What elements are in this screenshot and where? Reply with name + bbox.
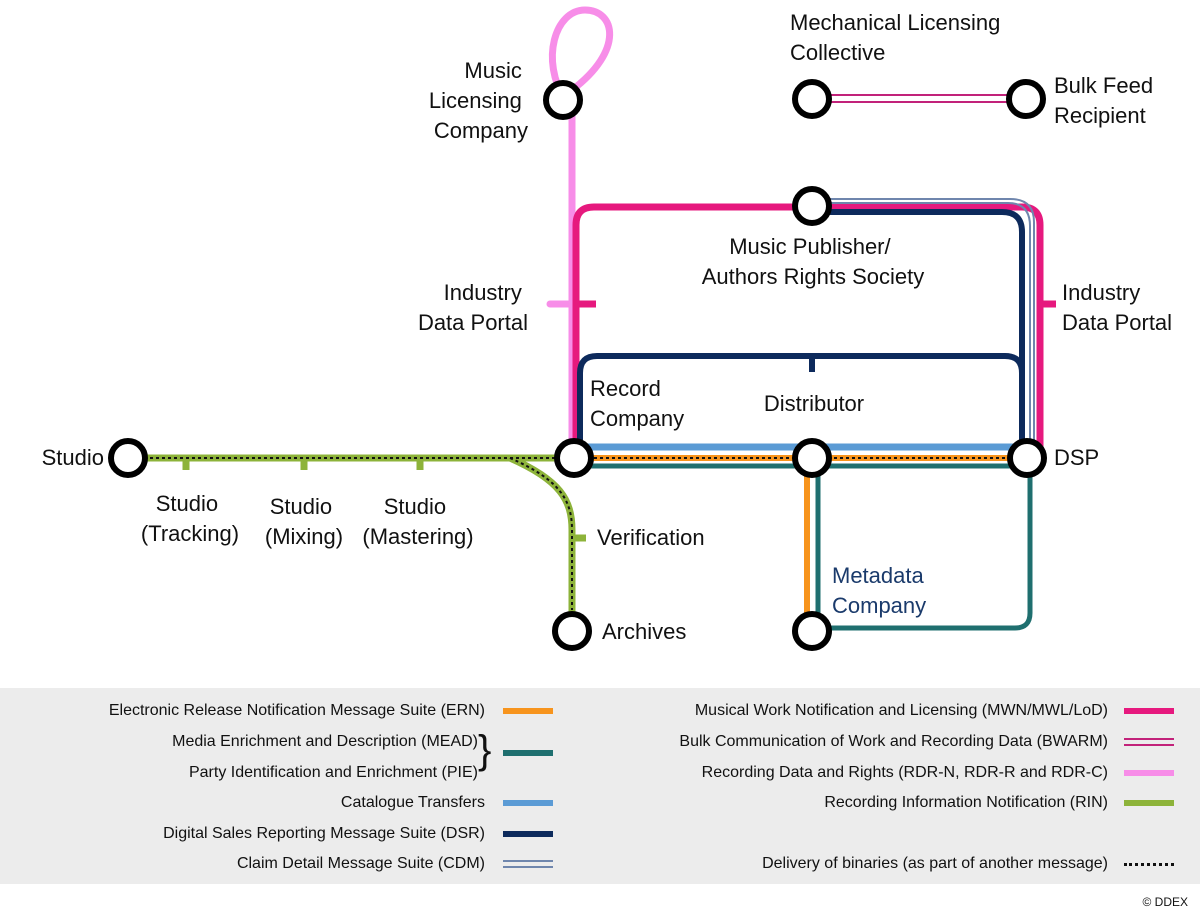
legend-brace: } [478,728,492,772]
legend-pie-label: Party Identification and Enrichment (PIE… [188,764,478,781]
label-archives: Archives [602,619,686,644]
legend-bwarm-label: Bulk Communication of Work and Recording… [679,733,1108,750]
station-metadata [792,611,832,651]
legend-dsr-label: Digital Sales Reporting Message Suite (D… [163,825,485,842]
station-distributor [792,438,832,478]
bwarm-line [812,94,1026,103]
station-dsp [1007,438,1047,478]
label-idp-left: Industry Data Portal [418,280,528,335]
label-idp-right: Industry Data Portal [1062,280,1172,335]
legend-ern-label: Electronic Release Notification Message … [108,702,485,719]
station-mlc [792,79,832,119]
cdm-line [812,198,1035,458]
legend-ern-swatch [503,708,553,714]
legend-mead-label: Media Enrichment and Description (MEAD) [172,733,478,750]
label-mlc: Mechanical Licensing Collective [790,10,1006,65]
station-studio [108,438,148,478]
station-bulk-feed [1006,79,1046,119]
legend-cdm-swatch [503,860,553,868]
label-music-licensing: Music Licensing Company [429,58,528,143]
legend-bwarm-swatch [1124,738,1174,746]
label-publisher: Music Publisher/ Authors Rights Society [702,234,925,289]
station-publisher [792,186,832,226]
legend-mead-swatch [503,750,553,756]
label-record-company: Record Company [590,376,684,431]
station-music-licensing [543,80,583,120]
label-studio-mastering: Studio (Mastering) [362,494,473,549]
label-verification: Verification [597,525,705,550]
stations [108,79,1047,651]
legend-cdm-label: Claim Detail Message Suite (CDM) [236,855,485,872]
legend-dsr-swatch [503,831,553,837]
legend: Electronic Release Notification Message … [0,688,1200,884]
label-bulk-feed: Bulk Feed Recipient [1054,73,1159,128]
station-archives [552,611,592,651]
label-dsp: DSP [1054,445,1099,470]
legend-rdr-swatch [1124,770,1174,776]
legend-binaries-label: Delivery of binaries (as part of another… [762,855,1108,872]
legend-rdr-label: Recording Data and Rights (RDR-N, RDR-R … [701,764,1108,781]
label-studio-tracking: Studio (Tracking) [141,491,239,546]
label-distributor: Distributor [764,391,864,416]
ddex-message-map: Music Licensing Company Mechanical Licen… [42,6,1172,651]
legend-rin-swatch [1124,800,1174,806]
legend-catalogue-swatch [503,800,553,806]
legend-rin-label: Recording Information Notification (RIN) [824,794,1108,811]
legend-binaries-swatch [1124,863,1174,866]
label-studio-mixing: Studio (Mixing) [265,494,343,549]
dsr-line [577,209,1025,458]
label-metadata-company: Metadata Company [832,563,930,618]
rdr-line [546,6,614,462]
station-record-company [554,438,594,478]
label-studio: Studio [42,445,104,470]
legend-catalogue-label: Catalogue Transfers [340,794,485,811]
copyright: © DDEX [1142,895,1188,909]
legend-mwn-swatch [1124,708,1174,714]
legend-mwn-label: Musical Work Notification and Licensing … [694,702,1108,719]
